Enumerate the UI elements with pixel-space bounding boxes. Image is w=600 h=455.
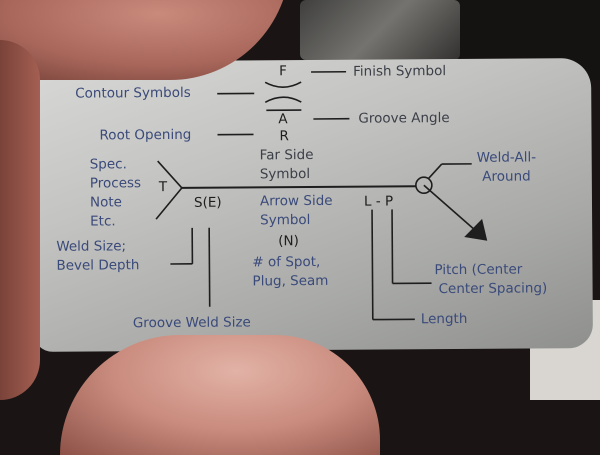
label-weld-all-around: Weld-All- Around: [477, 148, 537, 186]
label-groove-weld-size: Groove Weld Size: [133, 313, 251, 333]
reference-line: [182, 186, 416, 188]
label-far-side-symbol: Far Side Symbol: [260, 146, 314, 184]
label-finish-symbol: Finish Symbol: [353, 62, 446, 82]
contour-arc-bottom-icon: [265, 97, 301, 102]
symbol-finish: F: [279, 62, 287, 81]
background-object: [300, 0, 460, 60]
arrow-line: [424, 185, 478, 233]
symbol-size-effective: S(E): [194, 194, 222, 213]
weld-all-around-leader-diag: [429, 164, 442, 178]
contour-arc-top-icon: [265, 82, 301, 87]
label-contour-symbols: Contour Symbols: [75, 84, 191, 104]
label-weld-size: Weld Size; Bevel Depth: [56, 237, 139, 276]
symbol-root-opening: R: [279, 127, 289, 146]
label-number-of-spot: # of Spot, Plug, Seam: [252, 253, 328, 292]
label-pitch: Pitch (Center Center Spacing): [434, 260, 547, 299]
finger-left: [0, 40, 40, 400]
symbol-tail: T: [159, 178, 167, 197]
symbol-number: (N): [278, 232, 299, 251]
thumb: [60, 335, 380, 455]
symbol-length-pitch: L - P: [364, 192, 393, 211]
label-length: Length: [421, 310, 468, 329]
welding-symbol-card: Contour Symbols Root Opening Spec. Proce…: [31, 58, 593, 352]
groove-weld-size-line: [209, 228, 210, 307]
length-bracket-vert: [372, 210, 373, 320]
label-groove-angle: Groove Angle: [358, 109, 449, 129]
pitch-bracket-vert: [392, 209, 393, 283]
label-arrow-side-symbol: Arrow Side Symbol: [260, 192, 333, 231]
label-spec-process: Spec. Process Note Etc.: [90, 155, 142, 231]
arrow-head-icon: [464, 219, 487, 241]
label-root-opening: Root Opening: [99, 126, 191, 146]
